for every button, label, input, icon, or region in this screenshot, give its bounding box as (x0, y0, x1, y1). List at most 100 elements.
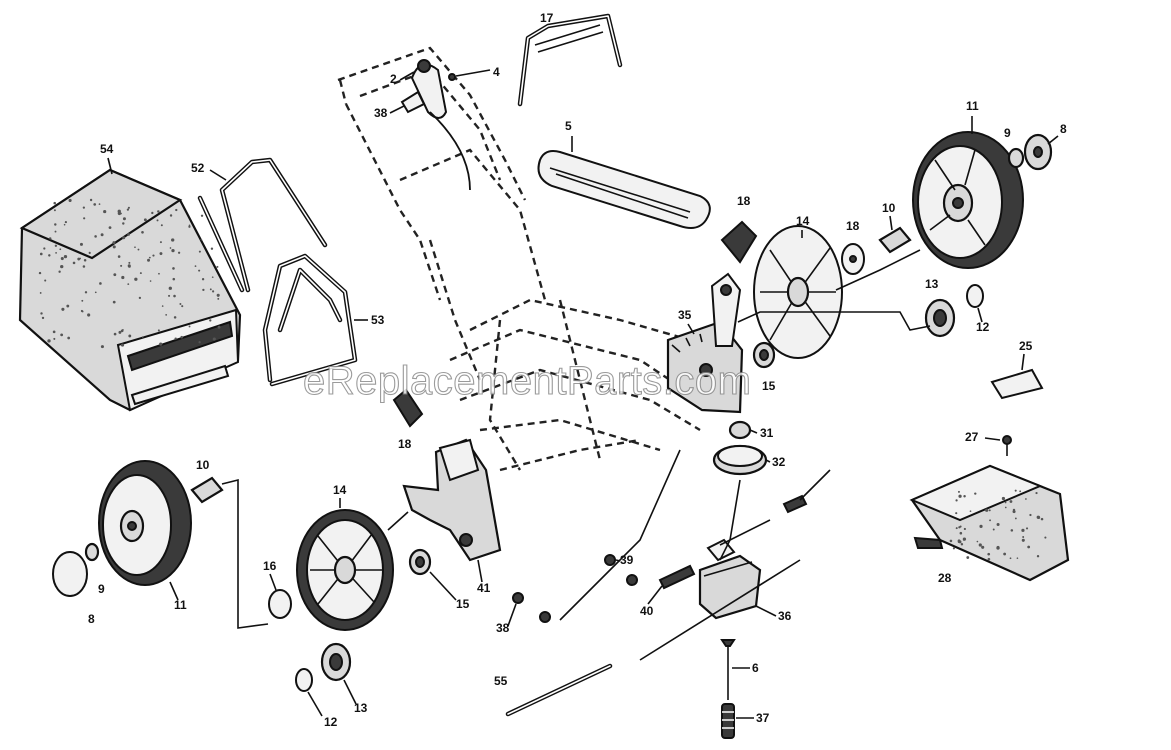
axle-line-right (737, 311, 931, 331)
texture-speck (67, 336, 71, 340)
texture-speck (960, 543, 964, 546)
leader-c39 (615, 559, 621, 562)
callout-c8-left: 8 (88, 612, 95, 626)
leader-c40 (647, 585, 663, 605)
texture-speck (963, 527, 966, 531)
throttle-control-2 (410, 59, 471, 191)
texture-speck (1016, 557, 1019, 559)
texture-speck (121, 328, 124, 331)
texture-speck (59, 248, 62, 251)
pawl-12-left (295, 668, 313, 692)
texture-speck (157, 329, 160, 332)
clip-38-top (400, 90, 426, 114)
texture-speck (974, 492, 977, 495)
callout-c14-right: 14 (796, 214, 810, 228)
texture-speck (128, 261, 131, 264)
dust-cover-18-top (720, 220, 758, 264)
leader-c35 (687, 323, 695, 335)
cable-drive (559, 449, 681, 621)
leader-c10-right (889, 215, 893, 231)
texture-speck (147, 258, 151, 262)
texture-speck (134, 246, 136, 249)
callout-c14-left: 14 (333, 483, 347, 497)
texture-speck (134, 277, 138, 281)
texture-speck (171, 238, 175, 242)
texture-speck (198, 250, 201, 253)
callout-c15-right: 15 (762, 379, 776, 393)
drive-shaft (639, 559, 801, 661)
rear-wheel-right-11 (912, 131, 1024, 269)
texture-speck (79, 242, 83, 246)
texture-speck (141, 336, 144, 338)
texture-speck (94, 291, 97, 294)
texture-speck (127, 206, 130, 209)
texture-speck (112, 245, 116, 249)
texture-speck (209, 319, 212, 322)
texture-speck (1027, 545, 1031, 549)
texture-speck (963, 539, 965, 541)
cable-drive-3 (719, 469, 831, 546)
texture-speck (100, 345, 104, 349)
fasteners-39 (604, 554, 638, 586)
callout-c4: 4 (493, 65, 500, 79)
washer-16-left (268, 589, 292, 619)
texture-speck (211, 276, 214, 278)
texture-speck (981, 545, 985, 549)
watermark: eReplacementParts.com (303, 359, 751, 403)
callout-c11-left: 11 (174, 598, 187, 612)
texture-speck (952, 547, 955, 550)
texture-speck (66, 304, 70, 308)
texture-speck (996, 546, 1000, 550)
texture-speck (211, 290, 215, 293)
leader-c13-left (343, 679, 357, 705)
texture-speck (1044, 536, 1047, 539)
texture-speck (1010, 529, 1014, 532)
texture-speck (128, 334, 132, 338)
pinion-gear-13-left (320, 642, 352, 682)
texture-speck (68, 198, 72, 203)
leader-c11-left (169, 581, 179, 601)
texture-speck (976, 540, 979, 543)
leader-c32 (765, 459, 771, 463)
callout-c38-top: 38 (374, 106, 388, 120)
texture-speck (52, 330, 56, 334)
texture-speck (1019, 490, 1022, 493)
callout-c28: 28 (938, 571, 952, 585)
texture-speck (201, 278, 205, 281)
callout-c8-right: 8 (1060, 122, 1067, 136)
bag-frame-53 (262, 253, 358, 387)
texture-speck (1009, 500, 1013, 503)
texture-speck (202, 288, 205, 292)
texture-speck (1021, 528, 1025, 532)
leader-c12-left (307, 691, 323, 717)
nut-15-left (408, 548, 432, 576)
texture-speck (987, 557, 991, 561)
grass-bag-54 (18, 168, 242, 412)
callout-c53: 53 (371, 313, 385, 327)
texture-speck (161, 305, 164, 307)
texture-speck (979, 524, 983, 528)
texture-speck (113, 332, 117, 336)
axle-line-right-2 (835, 249, 921, 291)
texture-speck (217, 297, 220, 300)
texture-speck (141, 230, 144, 234)
callout-c31: 31 (760, 426, 774, 440)
texture-speck (957, 539, 961, 543)
callout-c11-right: 11 (966, 99, 979, 113)
texture-speck (957, 490, 960, 493)
texture-speck (38, 271, 42, 275)
texture-speck (988, 509, 991, 512)
texture-speck (216, 293, 220, 297)
texture-speck (159, 241, 162, 244)
knob-31 (728, 420, 752, 440)
callout-c55: 55 (494, 674, 508, 688)
texture-speck (1022, 536, 1025, 538)
screw-4 (448, 69, 491, 81)
texture-speck (72, 261, 76, 265)
screw-27 (1002, 435, 1012, 456)
callout-c9-right: 9 (1004, 126, 1011, 140)
texture-speck (175, 208, 178, 212)
texture-speck (127, 233, 130, 236)
